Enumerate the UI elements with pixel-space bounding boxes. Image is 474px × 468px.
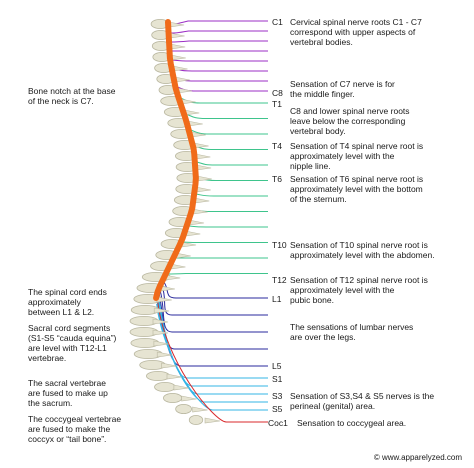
nerve-root-line (163, 281, 268, 299)
level-t12: T12 (272, 275, 287, 285)
vertebra (175, 403, 192, 414)
level-c1: C1 (272, 17, 283, 27)
spinous-process (161, 362, 177, 369)
spinous-process (192, 208, 208, 215)
nerve-root-line (183, 241, 268, 243)
nerve-root-line (159, 289, 268, 333)
spinous-process (153, 307, 170, 314)
nerve-root-line (196, 193, 268, 197)
level-coc1: Coc1 (268, 418, 288, 428)
level-s3: S3 (272, 391, 283, 401)
spinous-process (195, 164, 212, 171)
nerve-root-line (157, 299, 268, 423)
vertebra (146, 370, 170, 381)
level-s1: S1 (272, 374, 283, 384)
level-t10: T10 (272, 240, 287, 250)
spinous-process (195, 153, 211, 160)
nerve-root-line (156, 303, 268, 411)
nerve-root-line (185, 113, 268, 119)
level-t4: T4 (272, 141, 282, 151)
spinous-process (169, 32, 185, 39)
vertebra (188, 414, 204, 425)
level-l5: L5 (272, 361, 282, 371)
nerve-root-line (171, 40, 268, 43)
spinous-process (173, 384, 189, 391)
nerve-root-line (177, 86, 268, 92)
level-t1: T1 (272, 99, 282, 109)
nerve-root-line (161, 285, 268, 316)
credit-text: © www.apparelyzed.com (373, 453, 462, 462)
nerve-root-line (196, 161, 268, 166)
level-c8: C8 (272, 88, 283, 98)
nerve-root-line (173, 68, 268, 72)
vertebra (154, 381, 176, 392)
nerve-root-line (170, 30, 268, 34)
spinous-process (194, 197, 210, 204)
spinous-process (152, 318, 169, 325)
level-s5: S5 (272, 404, 283, 414)
spinous-process (192, 406, 208, 413)
spinous-process (169, 43, 186, 50)
nerve-root-line (188, 225, 268, 228)
spinous-process (195, 186, 211, 193)
spinous-process (153, 340, 169, 347)
level-l1: L1 (272, 294, 282, 304)
spinous-process (204, 417, 221, 424)
nerve-root-line (175, 77, 268, 82)
nerve-root-line (170, 20, 268, 25)
desc-coc1: Sensation to coccygeal area. (297, 418, 407, 428)
spinous-process (166, 373, 183, 380)
nerve-root-line (171, 59, 268, 62)
nerve-root-line (167, 273, 268, 275)
spinous-process (181, 395, 197, 402)
nerve-root-line (190, 129, 268, 135)
spinous-process (156, 351, 173, 358)
vertebra (163, 392, 183, 403)
nerve-root-line (157, 299, 268, 395)
note-sacral-segments: Sacral cord segments(S1-S5 “cauda equina… (28, 323, 117, 363)
level-t6: T6 (272, 174, 282, 184)
nerve-root-line (157, 297, 268, 387)
vertebral-column (129, 18, 221, 425)
spinal-cord (153, 19, 199, 301)
spinous-process (152, 329, 169, 336)
nerve-root-line (158, 293, 268, 350)
